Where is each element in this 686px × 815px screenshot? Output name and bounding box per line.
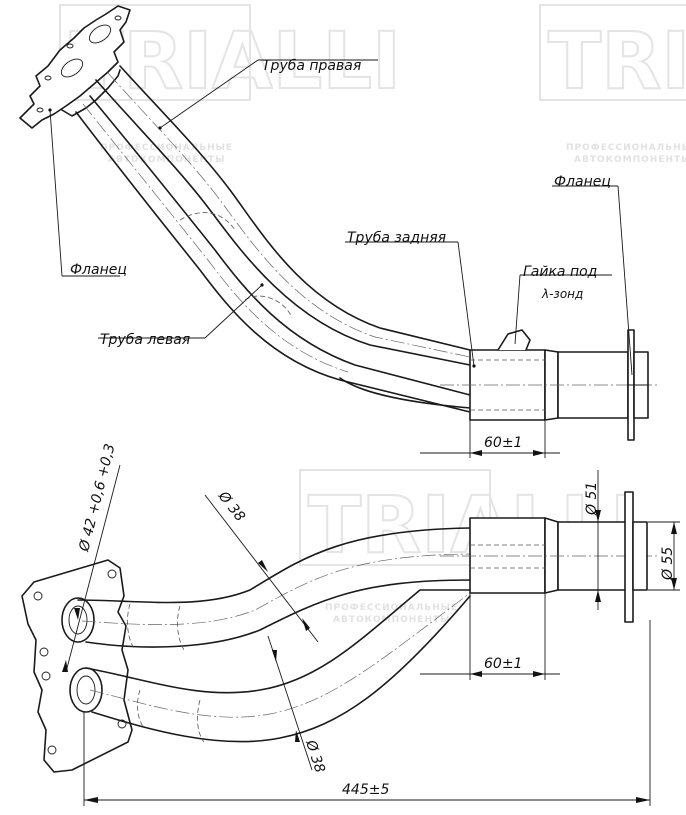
dim-dia-51: Ø 51	[584, 470, 601, 610]
pipe-rear-bottom	[440, 517, 660, 594]
dim-pipe-diameter-lower: Ø 38	[302, 737, 328, 775]
label-pipe-left: Труба левая	[100, 332, 190, 348]
label-lambda-nut-line2: λ-зонд	[541, 287, 583, 301]
svg-text:АВТОКОМПОНЕНТЫ: АВТОКОМПОНЕНТЫ	[333, 615, 450, 625]
dim-length-bottom: 60±1	[484, 656, 522, 672]
svg-text:TRIALLI: TRIALLI	[70, 17, 401, 107]
label-pipe-rear: Труба задняя	[347, 230, 446, 246]
pipe-rear-top	[440, 329, 660, 421]
top-view: 60±1 Труба правая Фланец Труба левая Тру…	[19, 5, 660, 458]
svg-text:ПРОФЕССИОНАЛЬНЫЕ: ПРОФЕССИОНАЛЬНЫЕ	[100, 143, 233, 153]
watermark-top-right: TRIALLI ПРОФЕССИОНАЛЬНЫЕ АВТОКОМПОНЕНТЫ	[539, 4, 686, 165]
pipe-right-top	[95, 65, 471, 366]
svg-text:АВТОКОМПОНЕНТЫ: АВТОКОМПОНЕНТЫ	[574, 155, 686, 165]
dim-60-bottom: 60±1	[420, 593, 560, 680]
dim-445: 445±5	[83, 620, 651, 806]
dim-length-top: 60±1	[484, 435, 522, 451]
svg-text:АВТОКОМПОНЕНТЫ: АВТОКОМПОНЕНТЫ	[108, 155, 225, 165]
pipe-left-top	[75, 95, 471, 413]
dim-dia-55: Ø 55	[648, 521, 680, 591]
svg-text:TRIALLI: TRIALLI	[548, 17, 686, 107]
label-flange-left: Фланец	[70, 262, 127, 278]
watermark-top-left: TRIALLI ПРОФЕССИОНАЛЬНЫЕ АВТОКОМПОНЕНТЫ	[59, 4, 402, 165]
label-flange-right: Фланец	[554, 174, 611, 190]
svg-text:ПРОФЕССИОНАЛЬНЫЕ: ПРОФЕССИОНАЛЬНЫЕ	[325, 603, 458, 613]
left-flange-bottom	[21, 559, 133, 773]
dim-60-top: 60±1	[420, 420, 560, 458]
right-flange-bottom	[624, 491, 648, 623]
dim-flange-diameter: Ø 55	[660, 547, 676, 581]
label-pipe-right: Труба правая	[262, 58, 361, 74]
right-flange-top	[627, 329, 649, 441]
dim-outlet-diameter: Ø 51	[584, 482, 600, 516]
dim-dia-38-lower: Ø 38	[267, 635, 328, 775]
label-lambda-nut-line1: Гайка под	[523, 264, 597, 280]
dim-pipe-diameter-upper: Ø 38	[214, 488, 248, 525]
pipe-upper-bottom	[77, 527, 471, 651]
svg-text:ПРОФЕССИОНАЛЬНЫЕ: ПРОФЕССИОНАЛЬНЫЕ	[566, 143, 686, 153]
bottom-view: Ø 51 Ø 55 60±1 445±5	[21, 442, 680, 806]
left-flange-top	[19, 5, 131, 129]
dim-overall-length: 445±5	[342, 782, 389, 798]
pipe-lower-bottom	[85, 589, 471, 743]
dim-flange-pipe-diameter: Ø 42 +0,6 +0,3	[76, 442, 118, 554]
